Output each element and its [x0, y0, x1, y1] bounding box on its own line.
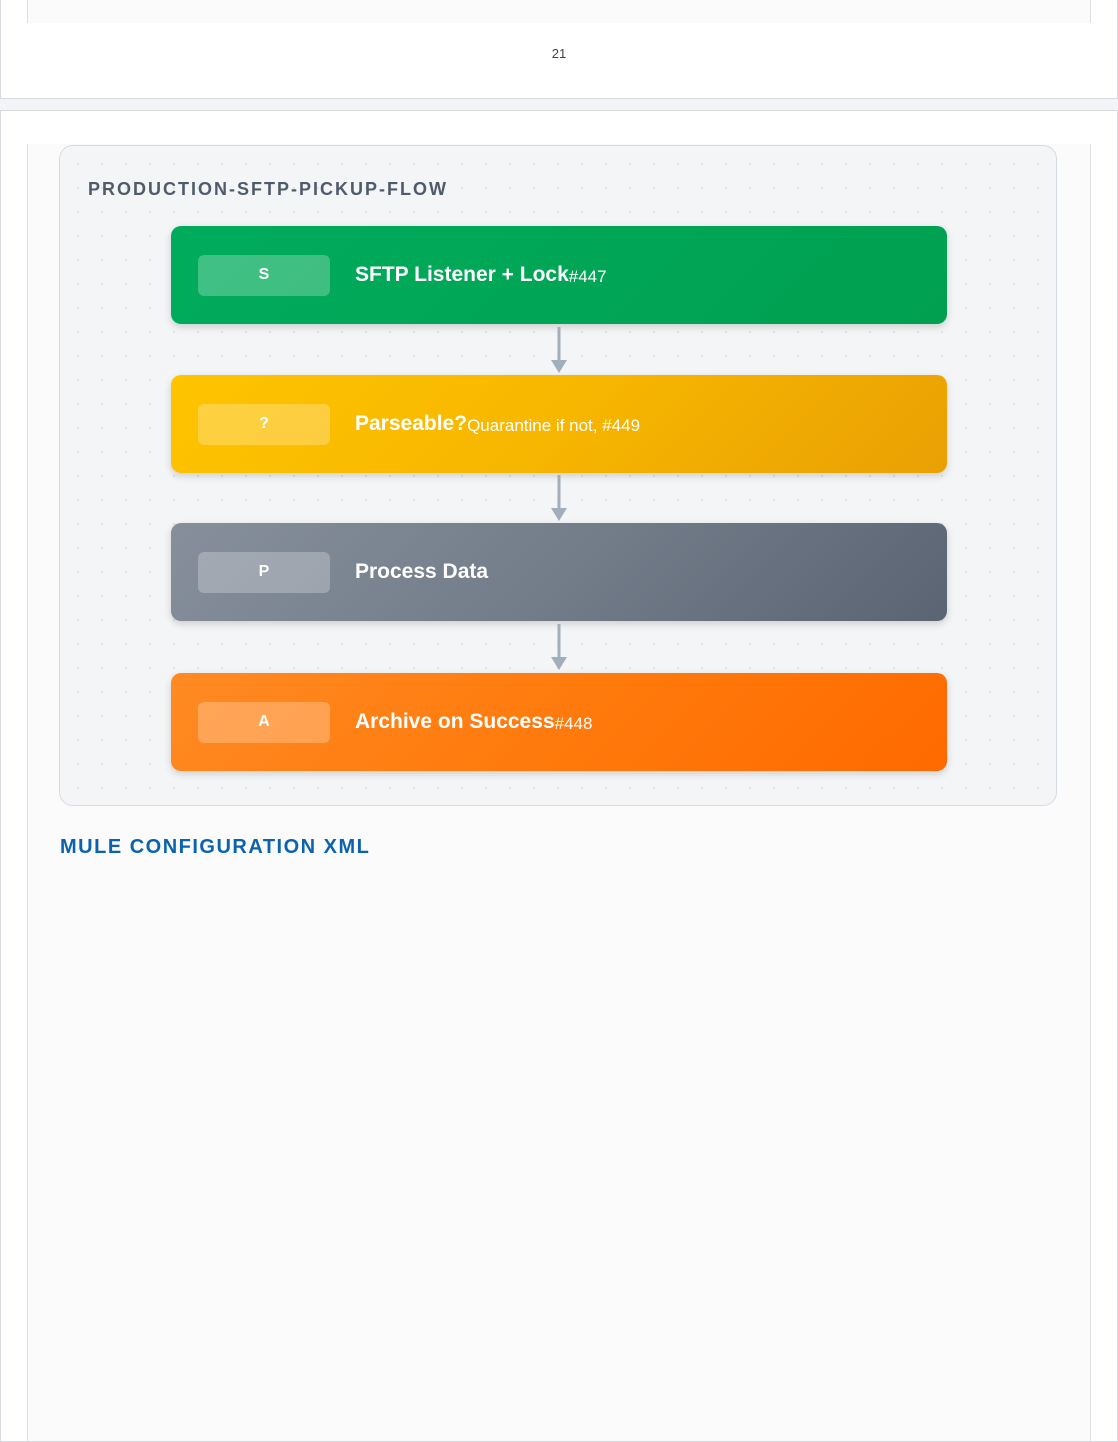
connector-arrow — [551, 327, 567, 373]
flow-node-process-data: P Process Data — [171, 523, 947, 621]
node-text: SFTP Listener + Lock#447 — [355, 226, 607, 324]
flow-title: PRODUCTION-SFTP-PICKUP-FLOW — [88, 179, 448, 199]
node-label: Process Data — [355, 560, 489, 583]
node-label: SFTP Listener + Lock — [355, 263, 569, 286]
node-sublabel: Quarantine if not, #449 — [467, 416, 641, 435]
node-badge: P — [198, 552, 330, 593]
flow-node-parseable: ? Parseable?Quarantine if not, #449 — [171, 375, 947, 473]
node-sublabel: #447 — [568, 267, 607, 286]
node-badge: A — [198, 702, 330, 743]
flow-node-sftp-listener: S SFTP Listener + Lock#447 — [171, 226, 947, 324]
node-label: Parseable? — [355, 412, 468, 435]
node-badge: ? — [198, 404, 330, 445]
flow-node-archive: A Archive on Success#448 — [171, 673, 947, 771]
previous-page-content — [27, 0, 1091, 23]
node-sublabel: #448 — [554, 714, 593, 733]
connector-arrow — [551, 624, 567, 670]
page-number: 21 — [551, 46, 567, 61]
section-heading: MULE CONFIGURATION XML — [60, 836, 371, 858]
connector-arrow — [551, 475, 567, 521]
node-label: Archive on Success — [355, 710, 555, 733]
node-badge: S — [198, 255, 330, 296]
previous-page: 21 — [0, 0, 1118, 99]
node-text: Archive on Success#448 — [355, 673, 592, 771]
node-text: Process Data — [355, 523, 488, 621]
node-text: Parseable?Quarantine if not, #449 — [355, 375, 640, 473]
